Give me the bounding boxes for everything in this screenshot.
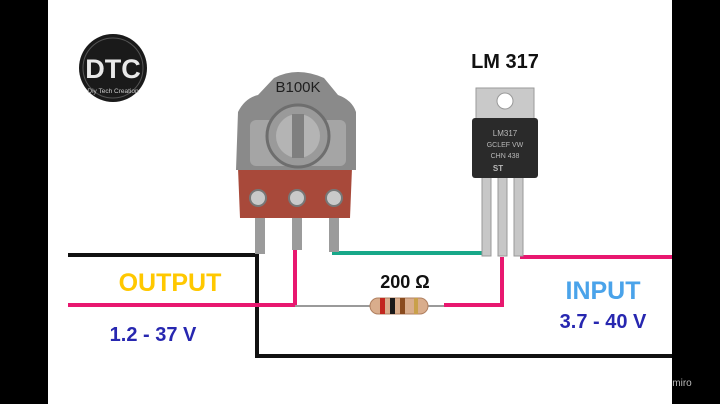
diagram-background xyxy=(48,0,672,404)
resistor-band-2 xyxy=(390,298,395,314)
regulator-brand: ST xyxy=(493,164,503,173)
logo-caption: Diy Tech Creation xyxy=(87,88,139,95)
regulator-pin-in xyxy=(513,175,524,257)
resistor-feed-wire xyxy=(444,257,504,307)
resistor-band-4 xyxy=(414,298,418,314)
pot-pin-2 xyxy=(292,212,302,250)
watermark: miro xyxy=(672,378,692,389)
output-range: 1.2 - 37 V xyxy=(110,324,197,346)
wires xyxy=(68,247,672,358)
input-range: 3.7 - 40 V xyxy=(560,311,647,333)
input-label: INPUT xyxy=(566,277,641,305)
potentiometer: B100K xyxy=(236,72,356,254)
output-label: OUTPUT xyxy=(119,269,222,297)
logo: DTC Diy Tech Creation xyxy=(79,34,147,102)
pot-marking: B100K xyxy=(275,79,320,96)
regulator-marking-2: GCLEF VW xyxy=(487,142,524,149)
regulator-body xyxy=(472,118,538,178)
resistor-band-3 xyxy=(400,298,405,314)
logo-badge xyxy=(79,34,147,102)
regulator-title: LM 317 xyxy=(471,51,539,73)
logo-mark: DTC xyxy=(85,54,141,84)
regulator-marking-1: LM317 xyxy=(493,129,518,138)
regulator-marking-3: CHN 438 xyxy=(491,153,520,160)
pot-shaft-slot xyxy=(292,114,304,158)
resistor-band-1 xyxy=(380,298,385,314)
resistor-label: 200 Ω xyxy=(380,272,429,292)
regulator: LM 317 LM317 GCLEF VW CHN 438 ST xyxy=(471,51,539,257)
regulator-pin-adj xyxy=(481,175,492,257)
resistor-body xyxy=(369,297,429,315)
regulator-pin-out xyxy=(497,175,508,257)
regulator-mount-hole xyxy=(496,92,514,110)
resistor: 200 Ω xyxy=(369,272,430,315)
pot-pin-3 xyxy=(329,212,339,252)
pot-pin-1 xyxy=(255,212,265,254)
